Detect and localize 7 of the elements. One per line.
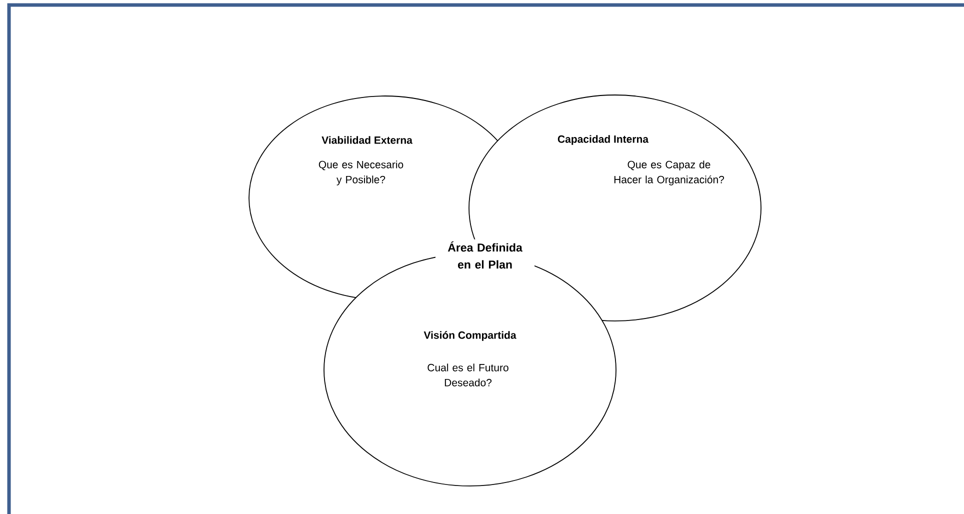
circle-text: Cual es el Futuro Deseado? xyxy=(428,364,508,386)
center-label: Área Definida en el Plan xyxy=(436,239,534,271)
circle-heading: Capacidad Interna xyxy=(558,135,649,145)
circle-heading: Visión Compartida xyxy=(424,331,516,341)
circle-heading: Viabilidad Externa xyxy=(322,136,412,144)
circle-text: Que es Capaz de Hacer la Organización? xyxy=(614,160,724,186)
circle-text: Que es Necesario y Posible? xyxy=(318,160,404,186)
